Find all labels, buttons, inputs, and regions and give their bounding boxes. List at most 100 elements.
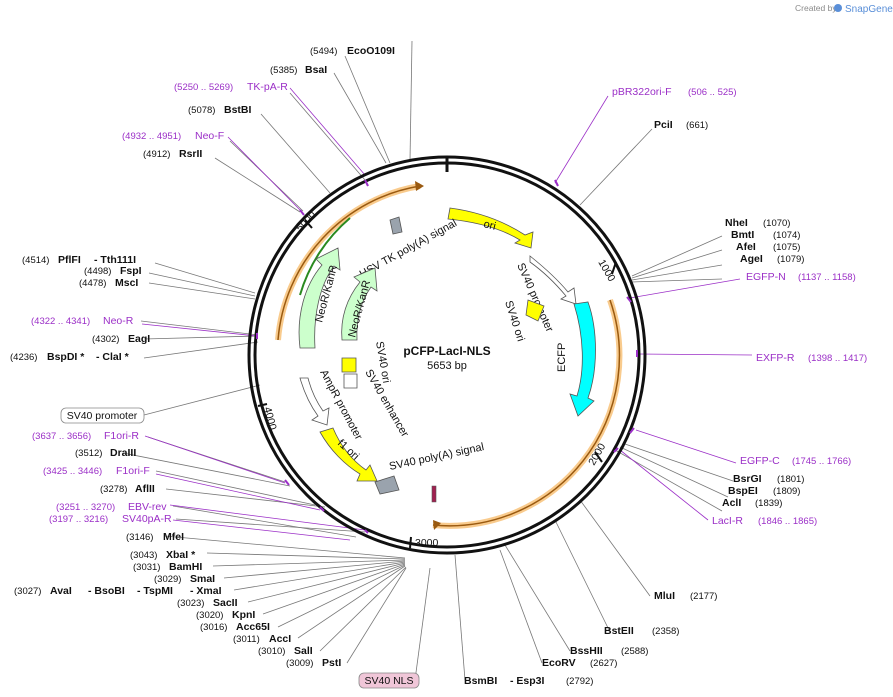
clai-label[interactable]: - ClaI * — [96, 351, 130, 363]
bsobi-label[interactable]: - BsoBI — [88, 585, 125, 597]
pcii-label[interactable]: PciI — [654, 119, 673, 131]
sv40-polya-box[interactable] — [374, 475, 400, 495]
mfei-label[interactable]: MfeI — [163, 531, 184, 543]
bspei-label[interactable]: BspEI — [728, 485, 758, 497]
acc65i-pos: (3016) — [200, 622, 227, 633]
bspei-pos: (1809) — [773, 486, 800, 497]
aflii-label[interactable]: AflII — [135, 483, 155, 495]
plasmid-size: 5653 bp — [427, 360, 467, 372]
xmai-label[interactable]: - XmaI — [190, 585, 222, 597]
exfp-r-label[interactable]: EXFP-R — [756, 352, 795, 364]
pbr322ori-f-label[interactable]: pBR322ori-F — [612, 86, 672, 98]
f1ori-r-label[interactable]: F1ori-R — [104, 430, 139, 442]
hsv-tk-box[interactable] — [389, 216, 403, 235]
f1ori-f-label[interactable]: F1ori-F — [116, 465, 150, 477]
pbr322ori-f-pos: (506 .. 525) — [688, 87, 737, 98]
bsteii-pos: (2358) — [652, 626, 679, 637]
laci-r-label[interactable]: LacI-R — [712, 515, 743, 527]
neo-f-pos: (4932 .. 4951) — [122, 131, 181, 142]
sacii-label[interactable]: SacII — [213, 597, 238, 609]
bspdi-label[interactable]: BspDI * — [47, 351, 85, 363]
ampr-promoter-feature[interactable] — [299, 377, 330, 426]
tick-5000: 5000 — [294, 209, 319, 234]
acc65i-label[interactable]: Acc65I — [236, 621, 270, 633]
primer-marks — [256, 179, 638, 534]
sv40-enhancer-box[interactable] — [343, 373, 358, 389]
xbai-label[interactable]: XbaI * — [166, 549, 196, 561]
psti-label[interactable]: PstI — [322, 657, 341, 669]
tk-pa-r-pos: (5250 .. 5269) — [174, 82, 233, 93]
rsrii-label[interactable]: RsrII — [179, 148, 202, 160]
bstbi-label[interactable]: BstBI — [224, 104, 252, 116]
avai-pos: (3027) — [14, 586, 41, 597]
draiii-label[interactable]: DraIII — [110, 447, 136, 459]
avai-label[interactable]: AvaI — [50, 585, 72, 597]
ebv-rev-label[interactable]: EBV-rev — [128, 501, 167, 513]
aflii-pos: (3278) — [100, 484, 127, 495]
snapgene-brand: SnapGene — [845, 4, 893, 15]
pflfi-label[interactable]: PflFI — [58, 254, 81, 266]
ecoo109i-label[interactable]: EcoO109I — [347, 45, 395, 57]
exfp-r-pos: (1398 .. 1417) — [808, 353, 867, 364]
afei-label[interactable]: AfeI — [736, 241, 756, 253]
sv40-promoter-feature[interactable] — [529, 255, 577, 305]
sali-label[interactable]: SalI — [294, 645, 313, 657]
egfp-n-label[interactable]: EGFP-N — [746, 271, 786, 283]
ecfp-feature[interactable] — [569, 301, 596, 417]
bsshii-label[interactable]: BssHII — [570, 645, 603, 657]
sv40-nls-mark[interactable] — [431, 485, 437, 503]
f1-ori-feature[interactable] — [319, 427, 378, 482]
sv40-ori-right-feature[interactable] — [525, 299, 545, 322]
created-by-text: Created by — [795, 3, 837, 13]
neor-outer-feature[interactable] — [298, 247, 341, 349]
neor-inner-feature[interactable] — [341, 267, 378, 341]
mlui-label[interactable]: MluI — [654, 590, 675, 602]
rsrii-pos: (4912) — [143, 149, 170, 160]
sacii-pos: (3023) — [177, 598, 204, 609]
tk-pa-r-label[interactable]: TK-pA-R — [247, 81, 288, 93]
kpni-label[interactable]: KpnI — [232, 609, 255, 621]
bsai-label[interactable]: BsaI — [305, 64, 327, 76]
ecorv-label[interactable]: EcoRV — [542, 657, 576, 669]
bmti-label[interactable]: BmtI — [731, 229, 754, 241]
xbai-pos: (3043) — [130, 550, 157, 561]
sv40pa-r-label[interactable]: SV40pA-R — [122, 513, 172, 525]
agei-label[interactable]: AgeI — [740, 253, 763, 265]
sv40-promoter-box-label: SV40 promoter — [67, 410, 138, 422]
ori-feature[interactable] — [447, 207, 534, 249]
acli-label[interactable]: AclI — [722, 497, 741, 509]
tth111i-label[interactable]: - Tth111I — [94, 254, 136, 266]
ecorv-pos: (2627) — [590, 658, 617, 669]
neo-r-label[interactable]: Neo-R — [103, 315, 134, 327]
bsteii-label[interactable]: BstEII — [604, 625, 634, 637]
bamhi-label[interactable]: BamHI — [169, 561, 202, 573]
sv40-ori-right-label: SV40 ori — [502, 299, 526, 343]
egfp-c-label[interactable]: EGFP-C — [740, 455, 780, 467]
bsmbi-label[interactable]: BsmBI — [464, 675, 497, 687]
eagi-label[interactable]: EagI — [128, 333, 150, 345]
f1ori-r-pos: (3637 .. 3656) — [32, 431, 91, 442]
acli-pos: (1839) — [755, 498, 782, 509]
esp3i-label[interactable]: - Esp3I — [510, 675, 545, 687]
sv40-nls-box[interactable] — [358, 672, 420, 689]
tick-4000: 4000 — [261, 406, 279, 432]
fspi-label[interactable]: FspI — [120, 265, 142, 277]
acci-label[interactable]: AccI — [269, 633, 291, 645]
afei-pos: (1075) — [773, 242, 800, 253]
neo-f-label[interactable]: Neo-F — [195, 130, 224, 142]
bsrgi-label[interactable]: BsrGI — [733, 473, 762, 485]
smai-label[interactable]: SmaI — [190, 573, 215, 585]
green-sub-arc — [299, 217, 351, 296]
sv40-promoter-box[interactable] — [60, 407, 145, 424]
msci-label[interactable]: MscI — [115, 277, 138, 289]
egfp-c-pos: (1745 .. 1766) — [792, 456, 851, 467]
smai-pos: (3029) — [154, 574, 181, 585]
ebv-rev-pos: (3251 .. 3270) — [56, 502, 115, 513]
sv40-ori-left-feature[interactable] — [341, 357, 357, 373]
nhei-pos: (1070) — [763, 218, 790, 229]
nhei-label[interactable]: NheI — [725, 217, 748, 229]
ori-label: ori — [482, 218, 497, 233]
tspmi-label[interactable]: - TspMI — [137, 585, 173, 597]
mfei-pos: (3146) — [126, 532, 153, 543]
